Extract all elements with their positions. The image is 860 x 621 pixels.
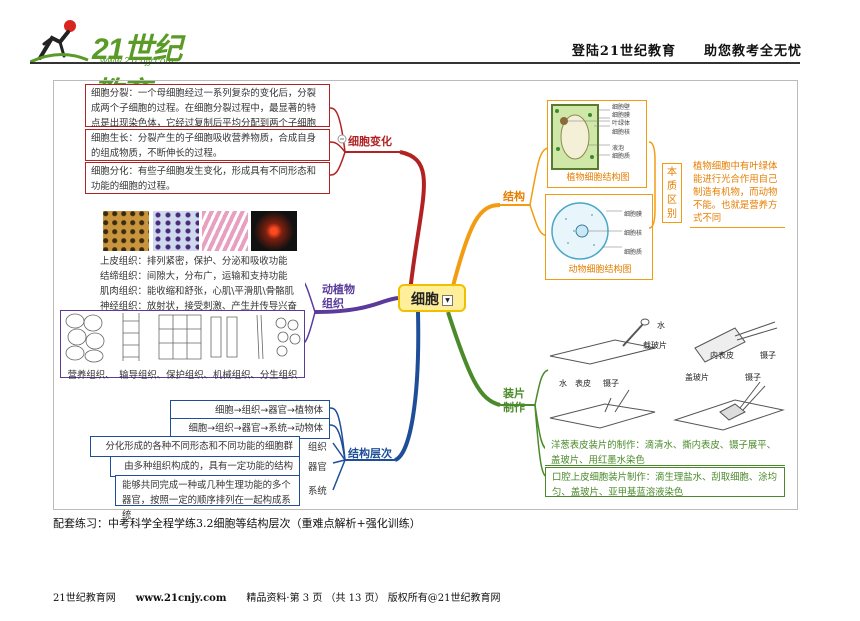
cell-differentiation-note: 细胞分化：有些子细胞发生变化，形成具有不同形态和功能的细胞的过程。 (85, 162, 330, 194)
label-water-2: 水 (559, 379, 567, 388)
label-skin: 表皮 (575, 379, 591, 388)
essence-diff-text: 植物细胞中有叶绿体能进行光合作用自己制造有机物，而动物不能。也就是营养方式不同 (690, 158, 785, 228)
label-water-1: 水 (657, 321, 665, 330)
branch-structure[interactable]: 结构 (503, 190, 525, 203)
plant-cell-box: 细胞壁 细胞膜 叶绿体 细胞核 液泡 细胞质 植物细胞结构图 (547, 100, 647, 188)
label-cell-wall: 细胞壁 (612, 104, 631, 111)
header-slogan: 登陆21世纪教育 助您教考全无忧 (571, 44, 802, 59)
term-tissue: 组织 (308, 442, 327, 453)
label-nucleus: 细胞核 (612, 128, 631, 136)
slide-step2-image: 水 表皮 镊子 盖玻片 镊子 (545, 372, 785, 432)
term-organ: 器官 (308, 462, 327, 473)
onion-slide-steps: 洋葱表皮装片的制作：滴清水、撕内表皮、镊子展平、盖玻片、用红墨水染色 (545, 436, 785, 466)
plant-cell-diagram (551, 104, 610, 170)
nerve-tissue-image (251, 211, 297, 251)
structure-bracket (648, 141, 656, 229)
label-chloroplast: 叶绿体 (612, 120, 631, 128)
label-cytoplasm: 细胞质 (612, 153, 631, 161)
expand-icon[interactable] (337, 134, 347, 144)
label-animal-nucleus: 细胞核 (624, 230, 643, 237)
organ-definition: 由多种组织构成的，具有一定功能的结构 (110, 456, 300, 477)
label-animal-membrane: 细胞膜 (624, 211, 643, 218)
branch-slide[interactable]: 装片制作 (503, 387, 525, 414)
animal-tissue-list: 上皮组织：排列紧密，保护、分泌和吸收功能 结缔组织：间隙大，分布广，运输和支持功… (100, 254, 305, 314)
center-label: 细胞 (411, 292, 439, 308)
muscle-tissue-image (202, 211, 248, 251)
tissue-definition: 分化形成的各种不同形态和不同功能的细胞群 (90, 436, 300, 457)
footer-page-info: 精品资料·第 3 页 （共 13 页） 版权所有@21世纪教育网 (246, 593, 501, 604)
practice-caption: 配套练习：中考科学全程学练3.2细胞等结构层次（重难点解析+强化训练） (53, 517, 421, 530)
branch-tissue[interactable]: 动植物组织 (322, 283, 355, 310)
center-node[interactable]: 细胞▼ (398, 284, 466, 312)
branch-levels[interactable]: 结构层次 (348, 447, 392, 460)
runner-logo-icon (29, 20, 89, 64)
connective-tissue-text: 结缔组织：间隙大，分布广，运输和支持功能 (100, 271, 288, 282)
plant-tissue-diagram (65, 313, 301, 363)
label-inner-skin: 内表皮 (710, 351, 734, 360)
system-definition: 能够共同完成一种或几种生理功能的多个器官，按照一定的顺序排列在一起构成系统 (115, 475, 300, 521)
label-tweezers-1: 镊子 (760, 351, 776, 360)
plant-tissue-box: 营养组织、 输导组织、保护组织、机械组织、分生组织 (60, 310, 305, 381)
page-footer: 21世纪教育网 www.21cnjy.com 精品资料·第 3 页 （共 13 … (53, 589, 500, 604)
cell-division-note: 细胞分裂：一个母细胞经过一系列复杂的变化后，分裂成两个子细胞的过程。在细胞分裂过… (85, 84, 330, 144)
footer-site: 21世纪教育网 (53, 593, 116, 604)
label-tweezers-3: 镊子 (745, 373, 761, 382)
animal-cell-caption: 动物细胞结构图 (568, 265, 632, 275)
header-divider (30, 62, 800, 64)
label-coverslip: 盖玻片 (685, 373, 709, 382)
nerve-tissue-text: 神经组织：放射状，接受刺激、产生并传导兴奋 (100, 301, 297, 312)
coverslip-diagram (549, 381, 785, 431)
dropper-slide-diagram (549, 318, 778, 365)
term-system: 系统 (308, 486, 327, 497)
footer-url[interactable]: www.21cnjy.com (135, 593, 227, 604)
muscle-tissue-text: 肌肉组织：能收缩和舒张，心肌\平滑肌\骨骼肌 (100, 286, 294, 297)
label-vacuole: 液泡 (612, 144, 625, 152)
animal-cell-box: 细胞膜 细胞核 细胞质 动物细胞结构图 (545, 194, 653, 280)
animal-cell-diagram (551, 202, 622, 260)
label-tweezers-2: 镊子 (603, 379, 619, 388)
slide-step1-image: 水 载玻片 内表皮 镊子 (545, 318, 785, 368)
essence-diff-tag: 本质区别 (662, 163, 682, 223)
plant-cell-caption: 植物细胞结构图 (566, 173, 630, 183)
label-animal-cytoplasm: 细胞质 (624, 249, 643, 256)
mindmap-frame (53, 80, 798, 510)
epithelial-tissue-image (103, 211, 149, 251)
logo-url: www.21cnjy.com (100, 56, 174, 67)
cell-growth-note: 细胞生长：分裂产生的子细胞吸收营养物质，合成自身的组成物质，不断伸长的过程。 (85, 129, 330, 161)
branch-cell-change[interactable]: 细胞变化 (348, 135, 392, 148)
plant-tissue-list: 营养组织、 输导组织、保护组织、机械组织、分生组织 (67, 370, 298, 381)
label-cell-membrane: 细胞膜 (612, 112, 631, 120)
connective-tissue-image (153, 211, 199, 251)
epithelial-tissue-text: 上皮组织：排列紧密，保护、分泌和吸收功能 (100, 256, 288, 267)
collapse-icon[interactable]: ▼ (442, 294, 453, 306)
label-slide-glass: 载玻片 (643, 341, 667, 350)
cheek-slide-steps: 口腔上皮细胞装片制作：滴生理盐水、刮取细胞、涂均匀、盖玻片、亚甲基蓝溶液染色 (545, 467, 785, 498)
